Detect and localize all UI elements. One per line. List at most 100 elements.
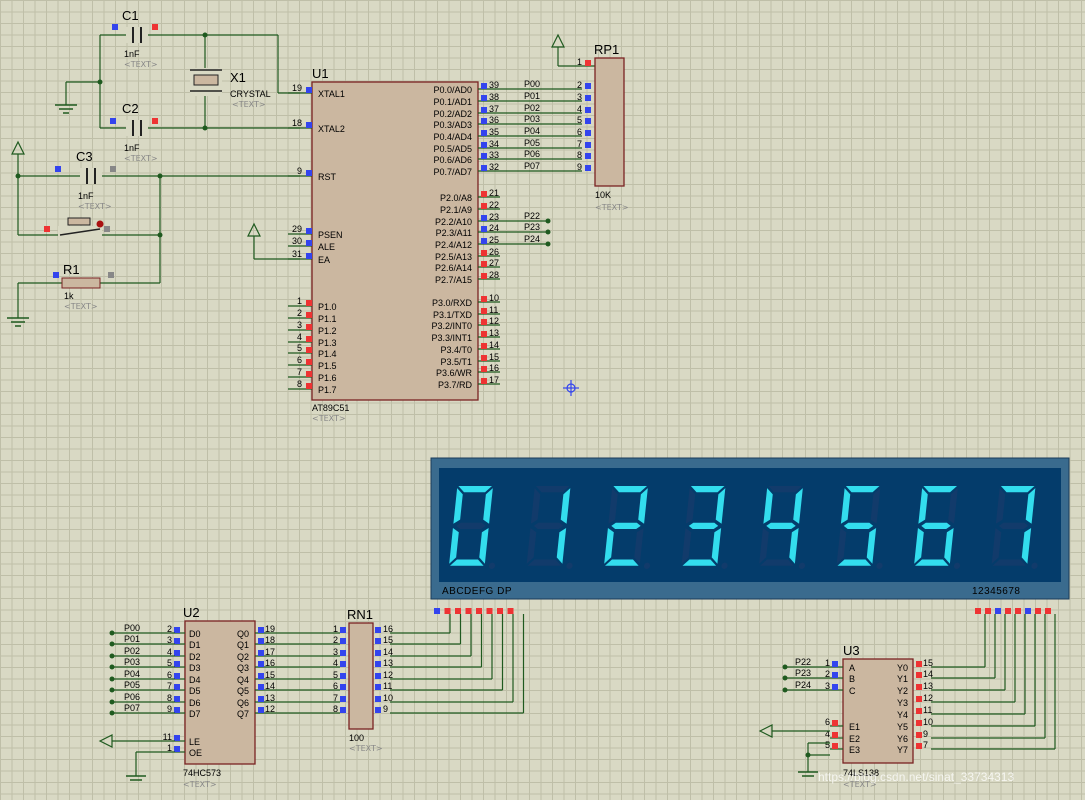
u2-text: <TEXT>: [183, 780, 217, 789]
net-label-P23: P23: [524, 222, 540, 232]
r1-text: <TEXT>: [64, 302, 98, 311]
u1-pin-name-24: P2.3/A11: [436, 228, 472, 238]
u1-pin-name-30: ALE: [318, 242, 335, 252]
display-digit-5: [836, 486, 883, 569]
u1-pin-num-4: 4: [297, 332, 302, 342]
u1-pin-num-35: 35: [489, 127, 499, 137]
u2-pin-name-18: Q1: [237, 640, 249, 650]
u2-pin-name-5: D3: [189, 663, 201, 673]
u3-pin-name-1: A: [849, 663, 855, 673]
u1-pin-name-12: P3.2/INT0: [431, 321, 472, 331]
u1-pin-num-29: 29: [292, 224, 302, 234]
u3-pin-num-3: 3: [825, 681, 830, 691]
u2-net-P04: P04: [124, 669, 140, 679]
rp1-pin-8: 8: [577, 150, 582, 160]
c3-ref: C3: [76, 149, 93, 164]
u1-pin-num-11: 11: [489, 305, 498, 315]
u1-pin-name-14: P3.4/T0: [440, 345, 472, 355]
u2-pin-name-19: Q0: [237, 629, 249, 639]
u2-net-P06: P06: [124, 692, 140, 702]
display-digit-0: [449, 486, 496, 569]
u2-pin-num-11: 11: [163, 732, 172, 742]
u1-pin-name-18: XTAL2: [318, 124, 345, 134]
u1-pin-num-10: 10: [489, 293, 499, 303]
u1-pin-num-21: 21: [489, 188, 499, 198]
u1-microcontroller[interactable]: 19XTAL118XTAL29RST29PSEN30ALE31EA1P1.02P…: [288, 79, 582, 401]
u2-pin-num-6: 6: [167, 670, 172, 680]
c1-value: 1nF: [124, 49, 140, 59]
x1-ref: X1: [230, 70, 246, 85]
u3-pin-num-15: 15: [923, 658, 933, 668]
rn1-pin-9: 9: [383, 704, 388, 714]
seven-segment-display[interactable]: [430, 457, 1070, 614]
u2-net-P03: P03: [124, 657, 140, 667]
u1-pin-num-37: 37: [489, 104, 499, 114]
u3-ref: U3: [843, 643, 860, 658]
u2-net-P02: P02: [124, 646, 140, 656]
u1-pin-num-39: 39: [489, 80, 499, 90]
u1-pin-num-38: 38: [489, 92, 499, 102]
rp1-pin-6: 6: [577, 127, 582, 137]
u1-pin-num-18: 18: [292, 118, 302, 128]
u3-net-P23: P23: [795, 668, 811, 678]
u3-pin-num-4: 4: [825, 729, 830, 739]
c2-value: 1nF: [124, 143, 140, 153]
x1-text: <TEXT>: [232, 100, 266, 109]
u1-text: <TEXT>: [312, 414, 346, 423]
net-label-P06: P06: [524, 149, 540, 159]
u3-pin-name-7: Y7: [897, 745, 908, 755]
x1-value: CRYSTAL: [230, 89, 271, 99]
u3-pin-name-12: Y3: [897, 698, 908, 708]
u1-pin-name-37: P0.2/AD2: [433, 109, 472, 119]
u3-pin-name-3: C: [849, 686, 856, 696]
u1-pin-name-17: P3.7/RD: [438, 380, 473, 390]
u3-pin-num-9: 9: [923, 729, 928, 739]
u2-pin-num-9: 9: [167, 704, 172, 714]
u1-pin-name-8: P1.7: [318, 385, 337, 395]
u3-pin-name-14: Y1: [897, 674, 908, 684]
u3-pin-num-13: 13: [923, 681, 933, 691]
display-digit-2: [604, 486, 651, 569]
u3-value: 74LS138: [843, 768, 879, 778]
rn1-pin-3: 3: [333, 647, 338, 657]
c3-value: 1nF: [78, 191, 94, 201]
rp1-pin-4: 4: [577, 104, 582, 114]
u3-pin-name-10: Y5: [897, 722, 908, 732]
u3-pin-num-1: 1: [825, 658, 830, 668]
u1-pin-name-15: P3.5/T1: [440, 357, 472, 367]
rn1-pin-5: 5: [333, 670, 338, 680]
u1-pin-name-32: P0.7/AD7: [433, 167, 472, 177]
u2-pin-name-8: D6: [189, 698, 201, 708]
u2-net-P05: P05: [124, 680, 140, 690]
u1-pin-num-36: 36: [489, 115, 499, 125]
u2-pin-name-11: LE: [189, 737, 200, 747]
u1-pin-name-23: P2.2/A10: [435, 217, 472, 227]
u1-pin-name-25: P2.4/A12: [435, 240, 472, 250]
u2-net-P07: P07: [124, 703, 140, 713]
u1-pin-num-33: 33: [489, 150, 499, 160]
rp1-pin-2: 2: [577, 80, 582, 90]
u2-pin-num-3: 3: [167, 635, 172, 645]
u3-pin-name-9: Y6: [897, 734, 908, 744]
u1-pin-name-7: P1.6: [318, 373, 337, 383]
u1-pin-name-39: P0.0/AD0: [433, 85, 472, 95]
rn1-pin-8: 8: [333, 704, 338, 714]
u3-pin-name-6: E1: [849, 722, 860, 732]
u1-value: AT89C51: [312, 403, 349, 413]
net-label-P00: P00: [524, 79, 540, 89]
rn1-pin-7: 7: [333, 693, 338, 703]
rn1-pin-12: 12: [383, 670, 393, 680]
u2-net-P01: P01: [124, 634, 140, 644]
net-label-P22: P22: [524, 211, 540, 221]
u2-value: 74HC573: [183, 768, 221, 778]
net-label-P07: P07: [524, 161, 540, 171]
u2-net-P00: P00: [124, 623, 140, 633]
net-label-P03: P03: [524, 114, 540, 124]
u1-pin-name-11: P3.1/TXD: [433, 310, 473, 320]
watermark: https://blog.csdn.net/sinat_33734313: [818, 770, 1014, 784]
